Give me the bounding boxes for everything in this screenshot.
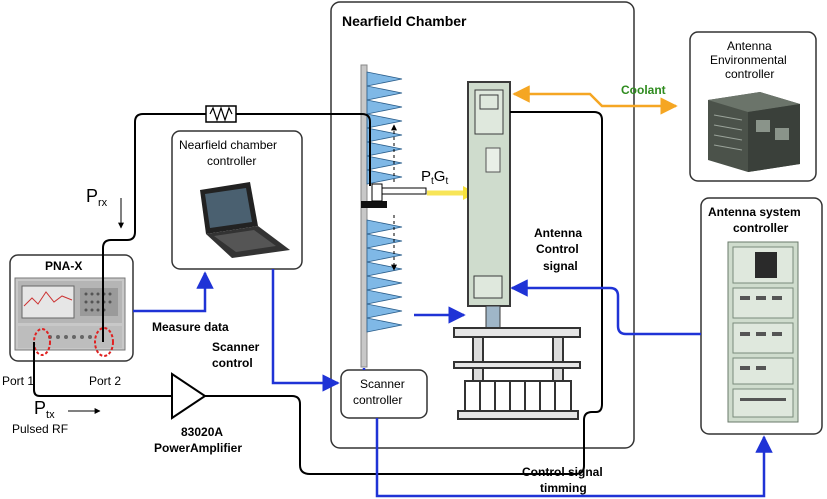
antenna-mount: [453, 327, 581, 420]
rx-cable: [102, 113, 371, 342]
probe-carriage: [361, 201, 387, 208]
port2-label: Port 2: [89, 374, 121, 388]
antenna-control-label-2: Control: [536, 242, 579, 256]
amp-output-cable: [205, 111, 603, 475]
laptop-icon: [200, 182, 290, 258]
chamber-title: Nearfield Chamber: [342, 13, 467, 29]
antenna-control-label-1: Antenna: [534, 226, 582, 240]
scanner-control-line: [271, 269, 340, 392]
scanner-rail: [360, 64, 368, 368]
attenuator-icon: [205, 105, 237, 123]
power-amplifier-icon: [171, 372, 207, 420]
nf-controller-label-1: Nearfield chamber: [179, 138, 277, 152]
antenna-control-label-3: signal: [543, 259, 578, 273]
env-controller-label-3: controller: [725, 67, 774, 81]
measure-data-label: Measure data: [152, 320, 229, 334]
pna-x-instrument: [14, 277, 126, 351]
probe-arm: [381, 187, 427, 195]
env-controller-label-1: Antenna: [727, 39, 772, 53]
port1-label: Port 1: [2, 374, 34, 388]
port1-marker: [33, 328, 51, 356]
probe-horns-upper: [366, 71, 403, 185]
antenna-control-line: [510, 279, 701, 336]
scanner-controller-label-2: controller: [353, 393, 402, 407]
coolant-label: Coolant: [621, 83, 666, 97]
control-signal-label-1: Control signal: [522, 465, 603, 479]
prx-label: Prx: [86, 186, 108, 209]
probe-horns-lower: [366, 219, 403, 333]
env-controller-label-2: Environmental: [710, 53, 787, 67]
amp-model-label: 83020A: [181, 425, 223, 439]
ptgt-label: PtGt: [421, 168, 448, 187]
probe-head: [371, 183, 383, 202]
control-signal-label-2: timming: [540, 481, 587, 495]
coolant-line: [512, 85, 678, 115]
environmental-unit-icon: [708, 92, 800, 172]
amp-name-label: PowerAmplifier: [154, 441, 242, 455]
pulsed-rf-label: Pulsed RF: [12, 422, 68, 436]
scanner-control-label-2: control: [212, 356, 253, 370]
scanner-controller-box: [340, 369, 428, 419]
antenna-panel: [467, 81, 511, 329]
sys-controller-label-1: Antenna system: [708, 205, 801, 219]
equipment-rack-icon: [727, 241, 799, 423]
scanner-controller-label-1: Scanner: [360, 377, 405, 391]
scanner-control-label-1: Scanner: [212, 340, 260, 354]
measure-data-line: [133, 271, 214, 313]
sys-controller-label-2: controller: [733, 221, 789, 235]
control-timing-line: [375, 418, 773, 498]
ptx-label: Ptx: [34, 398, 55, 421]
nf-controller-label-2: controller: [207, 154, 256, 168]
port2-marker: [94, 327, 114, 357]
pna-x-title: PNA-X: [45, 259, 82, 273]
tx-cable: [33, 342, 172, 397]
